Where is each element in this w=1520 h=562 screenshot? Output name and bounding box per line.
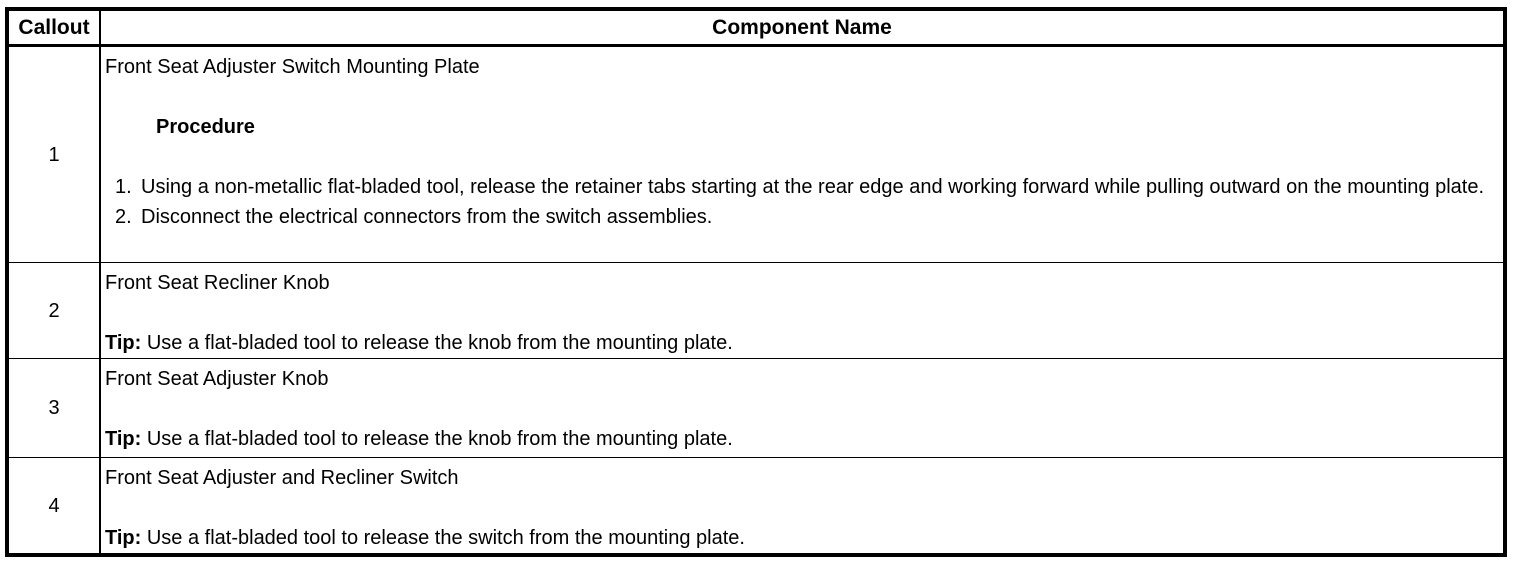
tip-label: Tip: bbox=[105, 428, 142, 450]
callout-component-table: Callout Component Name 1 Front Seat Adju… bbox=[5, 7, 1507, 557]
tip-label: Tip: bbox=[105, 527, 142, 549]
component-title: Front Seat Adjuster Switch Mounting Plat… bbox=[105, 56, 480, 78]
header-callout: Callout bbox=[9, 11, 101, 47]
callout-number-1: 1 bbox=[9, 47, 101, 263]
tip-line: Tip: Use a flat-bladed tool to release t… bbox=[105, 328, 1497, 358]
callout-number-3: 3 bbox=[9, 359, 101, 458]
component-row-2: Front Seat Recliner Knob Tip: Use a flat… bbox=[101, 263, 1503, 359]
component-title: Front Seat Recliner Knob bbox=[105, 272, 330, 294]
procedure-step: 2. Disconnect the electrical connectors … bbox=[115, 202, 1497, 232]
tip-text: Use a flat-bladed tool to release the sw… bbox=[141, 527, 745, 549]
procedure-steps: 1. Using a non-metallic flat-bladed tool… bbox=[115, 172, 1497, 232]
step-number: 2. bbox=[115, 206, 132, 228]
component-row-3: Front Seat Adjuster Knob Tip: Use a flat… bbox=[101, 359, 1503, 458]
callout-number-2: 2 bbox=[9, 263, 101, 359]
tip-text: Use a flat-bladed tool to release the kn… bbox=[141, 332, 733, 354]
procedure-step: 1. Using a non-metallic flat-bladed tool… bbox=[115, 172, 1497, 202]
tip-line: Tip: Use a flat-bladed tool to release t… bbox=[105, 523, 1497, 553]
component-row-4: Front Seat Adjuster and Recliner Switch … bbox=[101, 458, 1503, 553]
step-text: Disconnect the electrical connectors fro… bbox=[141, 206, 713, 228]
component-title: Front Seat Adjuster Knob bbox=[105, 368, 329, 390]
callout-number-4: 4 bbox=[9, 458, 101, 553]
tip-label: Tip: bbox=[105, 332, 142, 354]
component-title: Front Seat Adjuster and Recliner Switch bbox=[105, 467, 459, 489]
tip-line: Tip: Use a flat-bladed tool to release t… bbox=[105, 424, 1497, 454]
component-row-1: Front Seat Adjuster Switch Mounting Plat… bbox=[101, 47, 1503, 263]
step-text: Using a non-metallic flat-bladed tool, r… bbox=[141, 176, 1484, 198]
step-number: 1. bbox=[115, 176, 132, 198]
procedure-heading: Procedure bbox=[156, 116, 255, 138]
tip-text: Use a flat-bladed tool to release the kn… bbox=[141, 428, 733, 450]
header-component-name: Component Name bbox=[101, 11, 1503, 47]
